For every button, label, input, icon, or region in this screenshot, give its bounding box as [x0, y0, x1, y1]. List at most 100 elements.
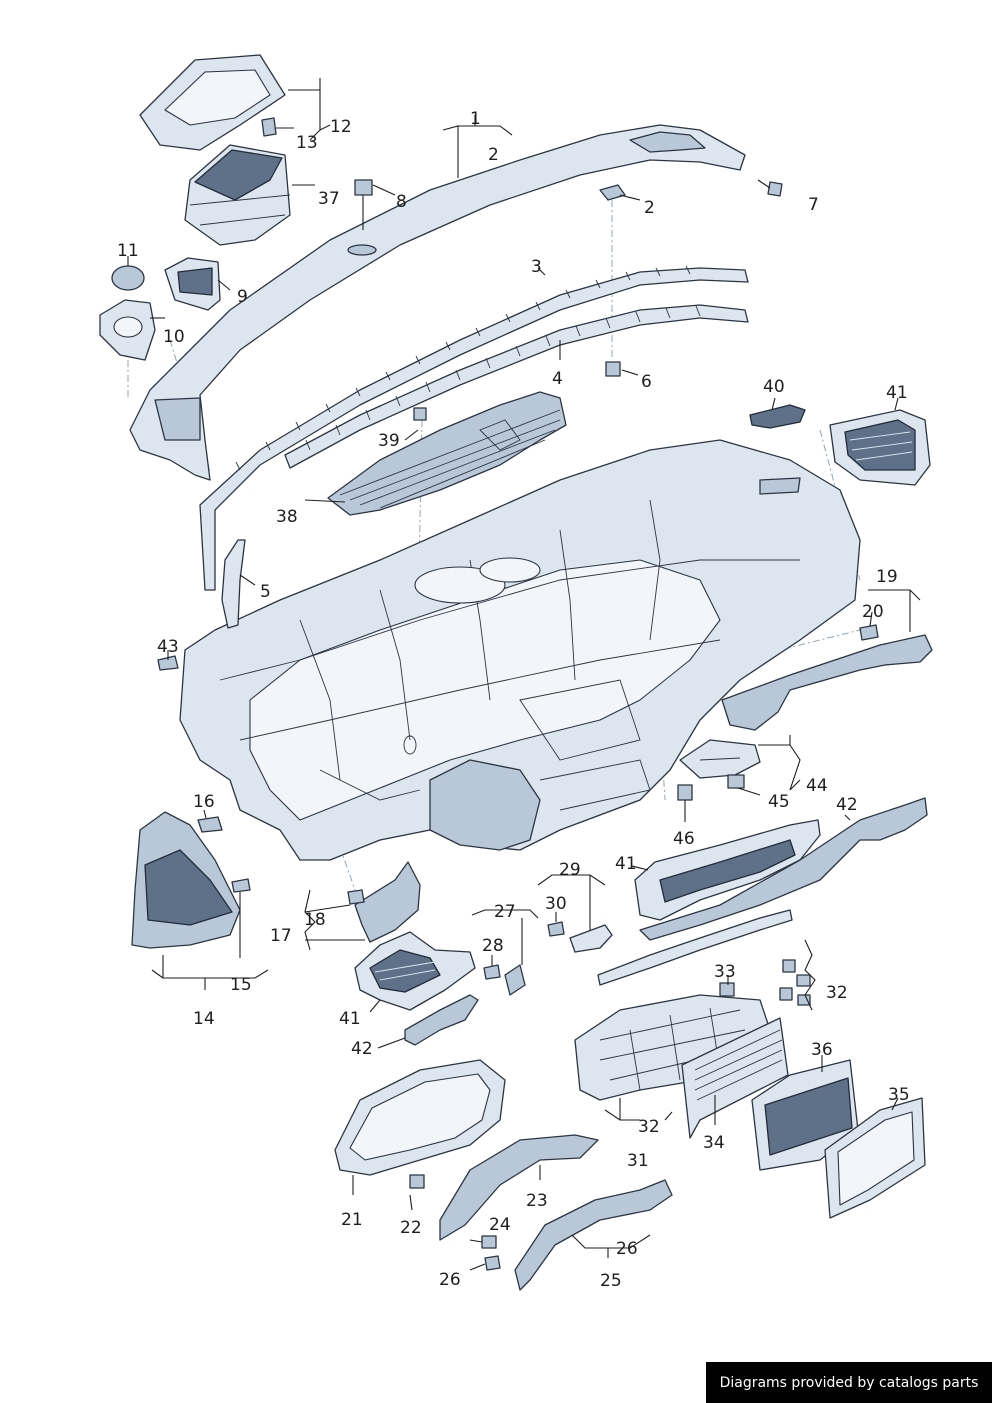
part-19-right-trim [721, 634, 933, 731]
part-17-knee-trim [354, 861, 421, 943]
part-41-left-vent [354, 931, 476, 1011]
part-37-display-module [184, 144, 291, 246]
callout-13: 13 [296, 133, 318, 153]
part-1-vent-opening [629, 131, 706, 153]
callout-17: 17 [270, 926, 292, 946]
callout-36: 36 [811, 1040, 833, 1060]
callout-32-lower: 32 [638, 1117, 660, 1137]
part-46-screw [677, 784, 693, 801]
callout-20: 20 [862, 602, 884, 622]
callout-9: 9 [237, 287, 248, 307]
callout-4: 4 [552, 369, 563, 389]
part-39-screw [413, 407, 427, 421]
part-22-screw [409, 1174, 425, 1189]
part-16-clip [197, 816, 223, 833]
part-35-frame [824, 1097, 926, 1219]
callout-41-centre: 41 [615, 854, 637, 874]
callout-41-upper: 41 [886, 383, 908, 403]
callout-10: 10 [163, 327, 185, 347]
leader-lines [127, 78, 921, 1271]
callout-11: 11 [117, 241, 139, 261]
callout-29: 29 [559, 860, 581, 880]
callout-37: 37 [318, 189, 340, 209]
part-13-clip [261, 117, 277, 137]
part-5-side-trim [221, 539, 246, 629]
callout-12: 12 [330, 117, 352, 137]
callout-34: 34 [703, 1133, 725, 1153]
callout-14: 14 [193, 1009, 215, 1029]
callout-27: 27 [494, 902, 516, 922]
part-36-screen [751, 1059, 859, 1171]
part-1-end-cap [154, 397, 201, 441]
callout-41-left: 41 [339, 1009, 361, 1029]
part-26-clip [484, 1255, 501, 1271]
callout-3: 3 [531, 257, 542, 277]
catalog-credit-banner: Diagrams provided by catalogs parts [706, 1362, 992, 1403]
callout-43: 43 [157, 637, 179, 657]
part-32-clip-b [779, 987, 793, 1001]
part-1-fixing-point [347, 244, 377, 256]
part-34-lid-panel [681, 1017, 789, 1139]
callout-26-left: 26 [439, 1270, 461, 1290]
callout-5: 5 [260, 582, 271, 602]
part-44-bracket [679, 739, 761, 779]
callout-6: 6 [641, 372, 652, 392]
part-12-display-frame [139, 54, 286, 151]
part-45-clip [727, 774, 745, 789]
callout-22: 22 [400, 1218, 422, 1238]
part-14-side-cover [131, 811, 241, 949]
part-28-clip [483, 964, 501, 980]
part-32-screw-a [782, 959, 796, 973]
callout-21: 21 [341, 1210, 363, 1230]
callout-2-clip: 2 [644, 198, 655, 218]
part-20-clip [859, 624, 879, 641]
part-41-lower-strip [597, 909, 793, 986]
part-32-clip-d [797, 994, 811, 1006]
part-43-clip [157, 655, 179, 671]
part-23-cluster-trim [439, 1134, 599, 1241]
part-41-side-vent-right [829, 409, 931, 486]
callout-26-right: 26 [616, 1239, 638, 1259]
callout-1: 1 [470, 109, 481, 129]
callout-28: 28 [482, 936, 504, 956]
part-6-screw [605, 361, 621, 377]
callout-24: 24 [489, 1215, 511, 1235]
part-21-cluster-bezel [334, 1059, 506, 1176]
callout-7: 7 [808, 195, 819, 215]
part-41-centre-vent [634, 819, 821, 921]
callout-33: 33 [714, 962, 736, 982]
callout-46: 46 [673, 829, 695, 849]
callout-31: 31 [627, 1151, 649, 1171]
dashboard-carrier [179, 439, 861, 861]
callout-40: 40 [763, 377, 785, 397]
part-10-round-vent-bezel [99, 299, 156, 361]
part-29-switch [569, 924, 613, 953]
callout-32-right: 32 [826, 983, 848, 1003]
callout-19: 19 [876, 567, 898, 587]
callout-42-right: 42 [836, 795, 858, 815]
part-42-left-trim [404, 994, 479, 1046]
callout-2-top: 2 [488, 145, 499, 165]
part-2-clip [599, 184, 626, 201]
callout-15: 15 [230, 975, 252, 995]
part-32-clip-c [796, 974, 811, 987]
part-27-clip [504, 964, 526, 996]
part-8-screw [354, 179, 373, 230]
callout-18: 18 [304, 910, 326, 930]
callout-25: 25 [600, 1271, 622, 1291]
callout-30: 30 [545, 894, 567, 914]
callout-45: 45 [768, 792, 790, 812]
part-15-clip [231, 878, 251, 893]
callout-35: 35 [888, 1085, 910, 1105]
part-3-trim-strip [199, 267, 749, 591]
part-42-centre-trim [639, 797, 928, 941]
part-9-speaker-cover [164, 257, 221, 311]
part-24-screw [481, 1235, 497, 1249]
part-40-small-grille [749, 404, 806, 429]
part-25-lower-trim [514, 1179, 673, 1291]
callout-44: 44 [806, 776, 828, 796]
part-18-clip [347, 889, 365, 905]
part-4-trim-strip [284, 304, 749, 469]
part-7-screw [757, 179, 783, 197]
